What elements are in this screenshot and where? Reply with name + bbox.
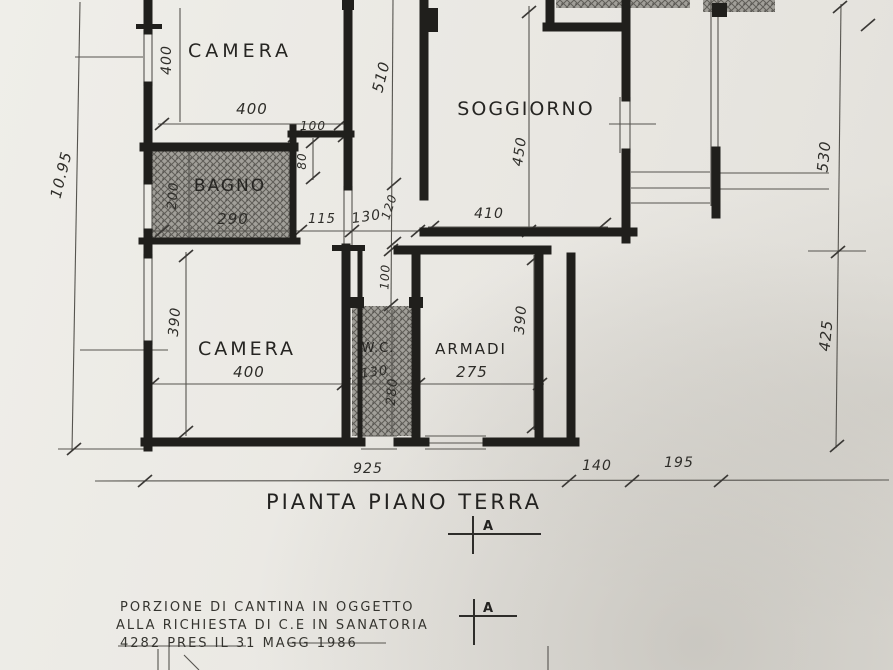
dim-bagno-h: 200 — [165, 181, 182, 210]
wall-pier — [712, 3, 727, 17]
dim-seg-115: 115 — [308, 212, 336, 227]
note-line-1: PORZIONE DI CANTINA IN OGGETTO — [120, 600, 415, 615]
dim-camera1-w: 400 — [236, 100, 268, 118]
dim-camera2-h: 390 — [166, 306, 185, 337]
bagno-hatch — [152, 150, 295, 240]
dim-soggiorno-w: 410 — [474, 206, 504, 222]
dim-soggiorno-h: 450 — [510, 136, 530, 168]
door-jamb — [350, 297, 364, 308]
room-label-soggiorno: SOGGIORNO — [457, 98, 594, 120]
drawing-title: PIANTA PIANO TERRA — [266, 490, 542, 514]
door-jamb — [409, 297, 423, 308]
room-label-camera-top: CAMERA — [188, 40, 292, 62]
dim-niche-h: 80 — [295, 152, 309, 169]
room-label-bagno: BAGNO — [194, 176, 266, 196]
wall-pier — [424, 8, 438, 32]
section-marker-bottom — [459, 599, 517, 645]
dim-bottom-s2: 195 — [664, 455, 694, 471]
dim-bottom-total: 925 — [353, 461, 383, 477]
note-line-2: ALLA RICHIESTA DI C.E IN SANATORIA — [116, 618, 429, 633]
dim-armadi-h: 390 — [512, 304, 531, 335]
dim-wc-w: 130 — [360, 363, 390, 382]
wc-hatch — [352, 306, 416, 436]
dim-seg-130: 130 — [351, 207, 383, 227]
dim-bottom-s1: 140 — [582, 458, 612, 474]
wall-cap — [136, 24, 162, 29]
dim-corridor-100: 100 — [377, 263, 392, 290]
stairs — [631, 171, 829, 204]
dim-corridor-120: 120 — [379, 192, 400, 221]
dim-bagno-w: 290 — [217, 210, 249, 228]
note-block: PORZIONE DI CANTINA IN OGGETTO ALLA RICH… — [116, 600, 429, 651]
dim-wc-h: 280 — [384, 377, 401, 406]
section-marker-top — [448, 516, 541, 554]
wall-pier — [342, 0, 354, 10]
dim-niche-w: 100 — [300, 119, 326, 133]
walls — [136, 0, 727, 452]
dim-camera2-w: 400 — [233, 363, 265, 381]
room-label-wc: W.C. — [362, 341, 395, 356]
dim-overall-height: 10.95 — [47, 149, 76, 200]
dim-camera1-h: 400 — [159, 45, 175, 75]
section-letter-top: A — [483, 519, 493, 534]
openings-and-details — [58, 0, 866, 670]
room-label-armadi: ARMADI — [435, 340, 507, 358]
room-labels: CAMERA SOGGIORNO BAGNO CAMERA W.C. ARMAD… — [188, 40, 594, 360]
note-line-3: 4282 PRES IL 31 MAGG 1986 — [120, 636, 358, 651]
section-letter-bottom: A — [483, 601, 493, 616]
room-label-camera-bottom: CAMERA — [198, 338, 296, 360]
dim-right-lower: 425 — [815, 319, 836, 352]
dim-right-upper: 530 — [813, 140, 834, 173]
dim-armadi-w: 275 — [456, 363, 488, 381]
dim-corridor-length: 510 — [369, 59, 394, 94]
